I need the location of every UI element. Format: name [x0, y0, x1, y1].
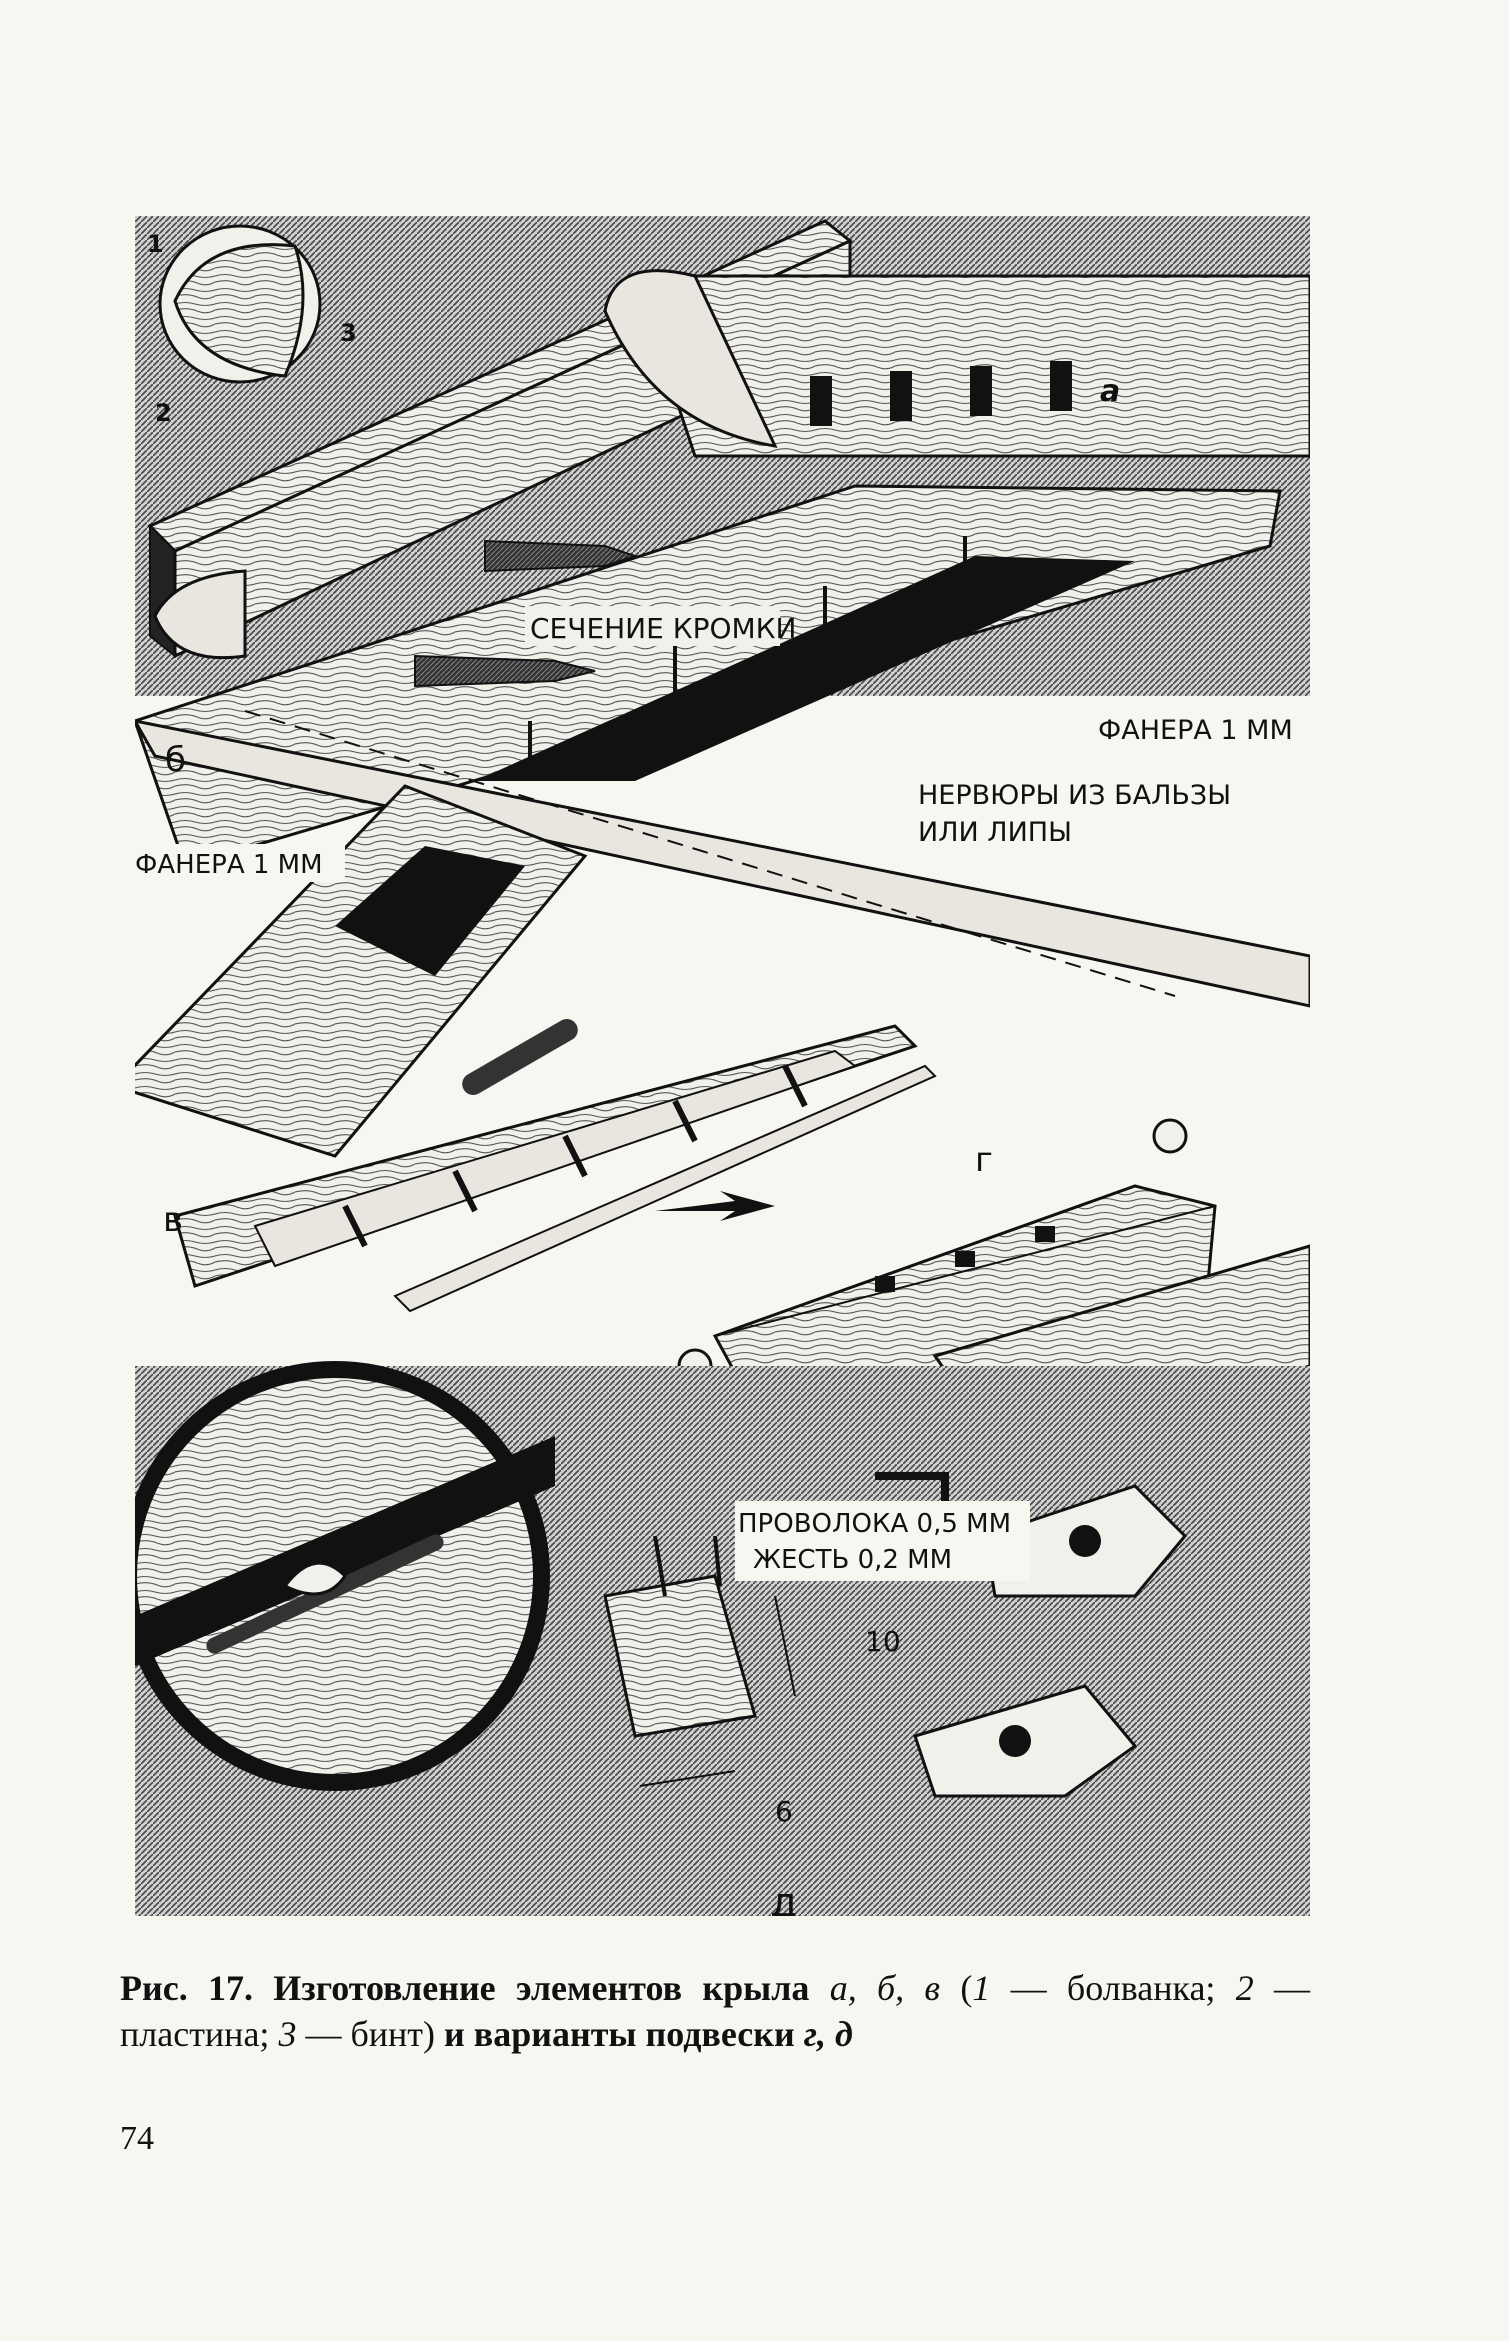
arrow-v [655, 1191, 775, 1221]
label-plywood-left: ФАНЕРА 1 ММ [135, 850, 323, 880]
label-3: 3 [340, 319, 357, 347]
caption-num-2: 2 [1235, 1968, 1254, 2008]
panel-d [135, 1361, 1310, 1916]
caption-text-3: — бинт) [305, 2014, 436, 2054]
label-panel-a: а [1100, 374, 1120, 409]
wing-b-openings [475, 556, 1135, 781]
tin-strip [603, 1574, 757, 1738]
caption-num-3: 3 [278, 2014, 297, 2054]
label-dim-6: 6 [775, 1795, 793, 1828]
page-number: 74 [120, 2120, 154, 2157]
caption-num-1: 1 [972, 1968, 991, 2008]
caption-text-2: — пластина; [120, 1968, 1311, 2054]
panel-v [135, 784, 937, 1313]
edge-section-shape-1 [484, 539, 639, 573]
label-plywood-right: ФАНЕРА 1 ММ [1098, 715, 1293, 746]
label-wire: ПРОВОЛОКА 0,5 ММ [738, 1509, 1011, 1539]
leading-edge-strip [135, 719, 1310, 1008]
label-panel-v: в [163, 1200, 183, 1240]
figure-17: а б в г д 1 2 3 СЕЧЕНИЕ КРОМКИ ФАНЕРА 1 … [135, 216, 1310, 1916]
figure-caption: Рис. 17. Изготовление элементов крыла а,… [120, 1965, 1310, 2057]
label-ribs-line1: НЕРВЮРЫ ИЗ БАЛЬЗЫ [918, 780, 1231, 811]
caption-lead: Рис. 17. Изготовление элементов крыла [120, 1968, 810, 2008]
label-panel-g: г [975, 1140, 993, 1180]
caption-letters-2: г, д [803, 2014, 853, 2054]
edge-section-shape-2 [414, 654, 596, 688]
label-ribs-line2: ИЛИ ЛИПЫ [918, 817, 1072, 848]
label-panel-b: б [165, 740, 186, 780]
caption-letters-1: а, б, в [829, 1968, 941, 2008]
panel-b [135, 484, 1310, 1008]
caption-open-paren: ( [960, 1968, 973, 2008]
label-dim-10: 10 [865, 1625, 901, 1658]
label-1: 1 [147, 230, 164, 258]
caption-text-1: — болванка; [1010, 1968, 1216, 2008]
label-edge-section: СЕЧЕНИЕ КРОМКИ [530, 612, 797, 645]
dowel-v [462, 1019, 578, 1095]
caption-mid: и варианты подвески [444, 2014, 795, 2054]
label-2: 2 [155, 399, 172, 427]
label-tin: ЖЕСТЬ 0,2 ММ [753, 1545, 952, 1575]
figure-illustration: а б в г д 1 2 3 СЕЧЕНИЕ КРОМКИ ФАНЕРА 1 … [135, 216, 1310, 1916]
label-panel-d: д [770, 1880, 798, 1916]
